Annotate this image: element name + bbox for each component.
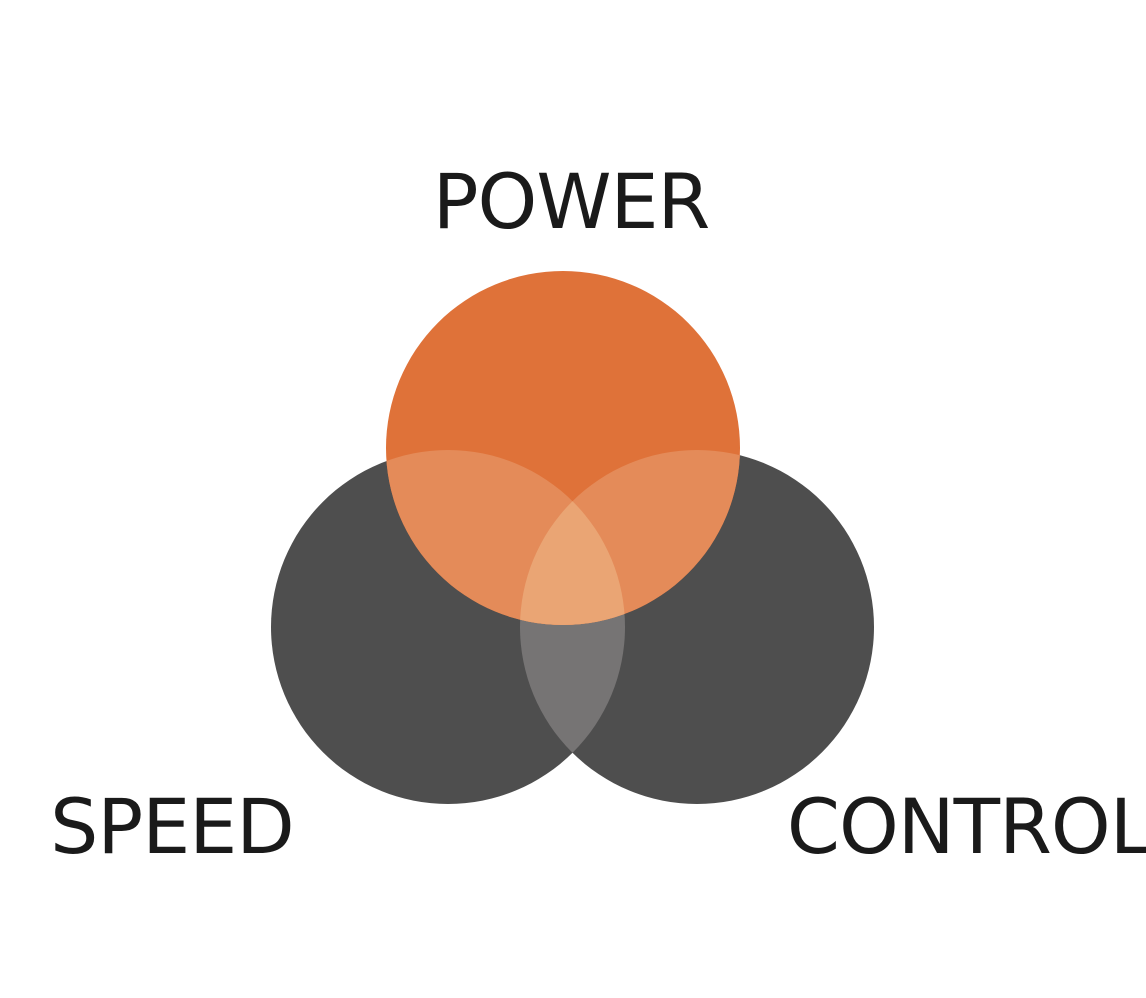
speed-label: SPEED [50, 782, 294, 871]
power-label: POWER [433, 157, 710, 246]
control-label: CONTROL [787, 782, 1146, 871]
power-control-overlap [520, 450, 740, 625]
power-speed-overlap [386, 450, 625, 625]
